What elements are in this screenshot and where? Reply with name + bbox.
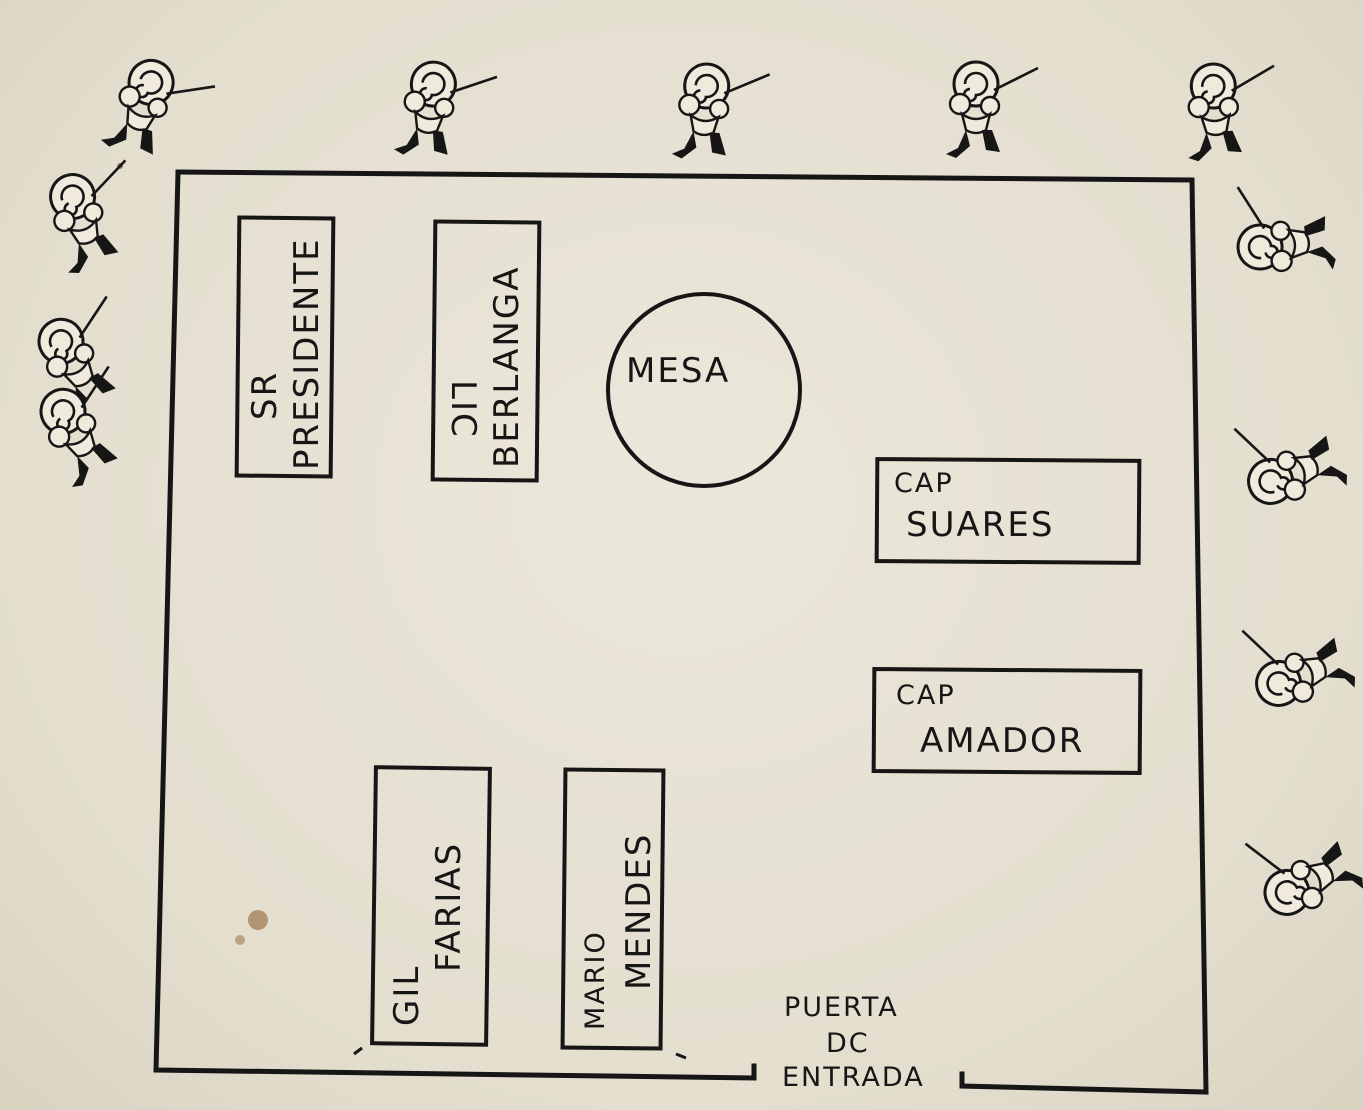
- amador-line2: AMADOR: [920, 721, 1084, 761]
- pencil-mark: [353, 1046, 363, 1056]
- seat-cap-suares: CAP SUARES: [874, 457, 1142, 565]
- mesa-label: MESA: [626, 351, 730, 391]
- door-line2: DC: [826, 1028, 870, 1059]
- door-line3: ENTRADA: [782, 1062, 925, 1093]
- suares-line1: CAP: [894, 468, 954, 499]
- soldier-with-rifle-icon: [35, 153, 158, 278]
- gil-line2: FARIAS: [429, 842, 469, 972]
- seat-sr-presidente: SR PRESIDENTE: [234, 215, 336, 479]
- presidente-line1: SR: [245, 371, 285, 420]
- pencil-mark: [675, 1052, 687, 1060]
- soldier-with-rifle-icon: [1227, 396, 1352, 519]
- room-walls: [153, 169, 1209, 1095]
- presidente-line2: PRESIDENTE: [287, 237, 327, 470]
- soldier-with-rifle-icon: [98, 50, 219, 174]
- berlanga-line1: LIC: [443, 380, 483, 439]
- mendes-line2: MENDES: [619, 833, 659, 991]
- stain: [248, 910, 268, 930]
- table-mesa: MESA: [606, 292, 802, 488]
- soldier-with-rifle-icon: [1230, 176, 1339, 281]
- mendes-line1: MARIO: [580, 930, 611, 1030]
- soldier-with-rifle-icon: [1180, 58, 1282, 164]
- berlanga-line2: BERLANGA: [487, 266, 527, 468]
- entrance-door-label: PUERTA DC ENTRADA: [782, 992, 925, 1093]
- stain: [235, 935, 245, 945]
- soldier-with-rifle-icon: [670, 60, 772, 166]
- gil-line1: GIL: [387, 965, 427, 1026]
- soldier-with-rifle-icon: [1238, 802, 1363, 931]
- soldier-with-rifle-icon: [944, 60, 1040, 160]
- seat-gil-farias: GIL FARIAS: [370, 765, 492, 1047]
- seat-cap-amador: CAP AMADOR: [871, 667, 1143, 775]
- suares-line2: SUARES: [906, 505, 1054, 545]
- amador-line1: CAP: [896, 680, 956, 711]
- soldier-with-rifle-icon: [391, 56, 500, 168]
- seat-lic-berlanga: LIC BERLANGA: [430, 219, 542, 483]
- seat-mario-mendes: MARIO MENDES: [560, 767, 666, 1051]
- door-line1: PUERTA: [784, 992, 899, 1023]
- soldier-with-rifle-icon: [1235, 598, 1360, 721]
